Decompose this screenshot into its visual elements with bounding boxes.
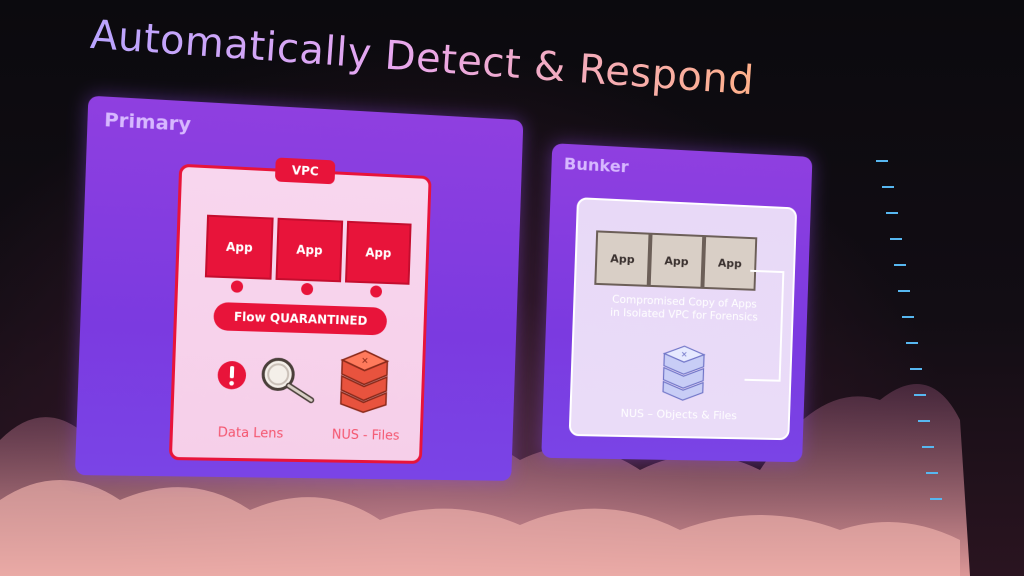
- primary-label: Primary: [103, 108, 192, 136]
- data-lens-caption: Data Lens: [217, 425, 284, 442]
- alert-icon: [217, 360, 247, 390]
- tick-mark: [926, 472, 938, 474]
- tick-mark: [910, 368, 922, 370]
- app-connector-dot: [300, 282, 314, 296]
- tick-mark: [918, 420, 930, 422]
- object-storage-icon: ✕: [659, 341, 709, 402]
- tick-mark: [906, 342, 918, 344]
- tick-mark: [890, 238, 902, 240]
- tick-mark: [930, 498, 942, 500]
- tick-mark: [898, 290, 910, 292]
- app-connector-dot: [370, 285, 383, 298]
- tick-mark: [882, 186, 894, 188]
- replication-connector-line: [740, 263, 791, 389]
- svg-text:✕: ✕: [361, 357, 369, 367]
- tick-mark: [876, 160, 888, 162]
- bunker-panel: Bunker App App App Compromised Copy of A…: [541, 143, 813, 463]
- storage-stack-icon: ✕: [336, 346, 391, 415]
- tick-mark: [914, 394, 926, 396]
- magnifier-icon: [257, 356, 315, 404]
- primary-panel: Primary VPC App App App Flow QUARANTINED: [74, 95, 524, 481]
- nus-files-caption: NUS - Files: [331, 427, 400, 444]
- flow-quarantined-badge: Flow QUARANTINED: [213, 301, 388, 336]
- tick-mark: [894, 264, 906, 266]
- svg-text:✕: ✕: [681, 350, 688, 359]
- app-connector-dot: [230, 280, 244, 293]
- bunker-label: Bunker: [563, 153, 630, 177]
- copied-app-box-2: App: [648, 232, 705, 289]
- tick-mark: [902, 316, 914, 318]
- tick-mark: [886, 212, 898, 214]
- vpc-tag: VPC: [274, 157, 336, 185]
- tick-mark: [922, 446, 934, 448]
- copied-app-box-1: App: [594, 230, 651, 287]
- app-box-1: App: [204, 214, 274, 280]
- app-box-2: App: [275, 217, 344, 283]
- app-box-3: App: [344, 220, 412, 285]
- isolated-vpc-container: App App App Compromised Copy of Apps in …: [568, 197, 798, 441]
- vpc-container: VPC App App App Flow QUARANTINED ✕: [168, 157, 432, 464]
- nus-objects-files-caption: NUS – Objects & Files: [620, 406, 738, 423]
